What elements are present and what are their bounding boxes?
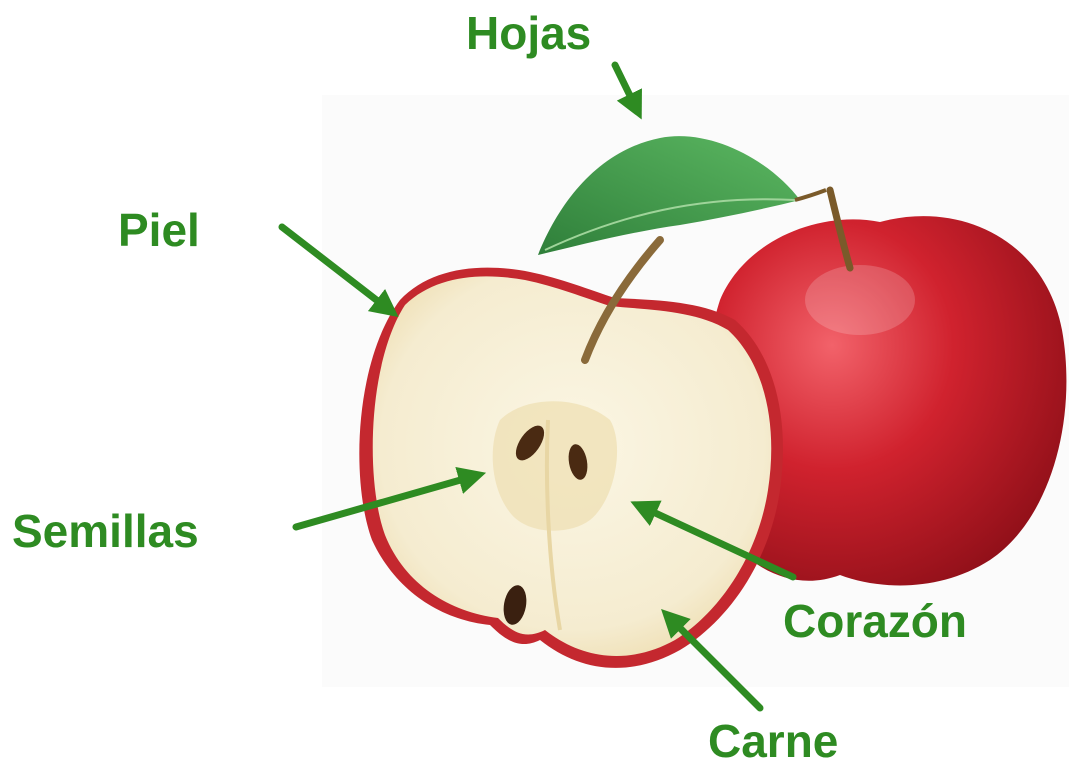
arrow-carne (667, 615, 760, 708)
label-corazon: Corazón (783, 598, 967, 644)
arrow-hojas (615, 65, 638, 112)
arrow-piel (282, 227, 392, 312)
label-semillas: Semillas (12, 508, 199, 554)
label-hojas: Hojas (466, 10, 591, 56)
label-piel: Piel (118, 207, 200, 253)
label-carne: Carne (708, 718, 838, 764)
